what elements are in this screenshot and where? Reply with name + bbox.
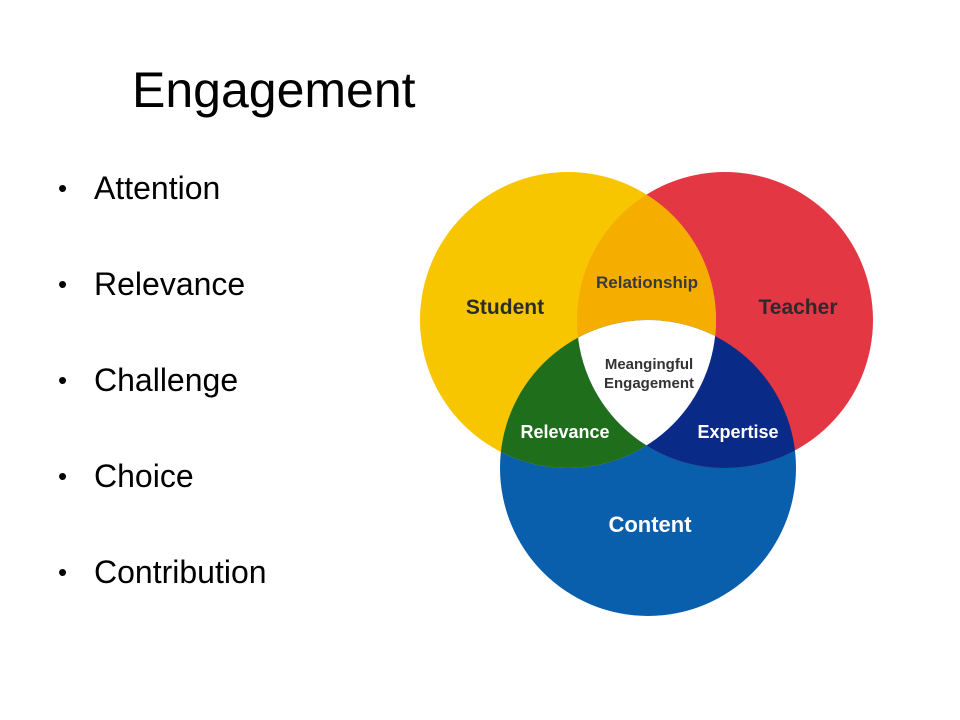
venn-label-content: Content [608, 512, 692, 537]
venn-label-relationship: Relationship [596, 273, 698, 292]
bullet-item-challenge: • Challenge [58, 358, 267, 454]
bullet-list: • Attention • Relevance • Challenge • Ch… [58, 166, 267, 646]
bullet-item-relevance: • Relevance [58, 262, 267, 358]
bullet-text: Contribution [94, 554, 267, 590]
bullet-dot-icon: • [58, 365, 68, 395]
slide-title: Engagement [132, 62, 416, 118]
bullet-dot-icon: • [58, 269, 68, 299]
venn-diagram: Student Relationship Teacher Meangingful… [420, 172, 873, 616]
venn-overlap-relevance [500, 320, 716, 468]
bullet-dot-icon: • [58, 461, 68, 491]
bullet-text: Challenge [94, 362, 239, 398]
bullet-text: Attention [94, 170, 221, 206]
bullet-text: Choice [94, 458, 194, 494]
bullet-dot-icon: • [58, 173, 68, 203]
bullet-text: Relevance [94, 266, 246, 302]
venn-overlap-expertise [577, 320, 796, 468]
bullet-dot-icon: • [58, 557, 68, 587]
venn-label-relevance: Relevance [520, 422, 609, 442]
venn-label-expertise: Expertise [697, 422, 778, 442]
venn-label-center-line1: Meangingful [605, 356, 693, 373]
bullet-item-contribution: • Contribution [58, 550, 267, 646]
venn-label-center-line2: Engagement [604, 375, 694, 392]
venn-label-teacher: Teacher [759, 296, 838, 319]
bullet-item-choice: • Choice [58, 454, 267, 550]
venn-label-student: Student [466, 296, 544, 319]
bullet-item-attention: • Attention [58, 166, 267, 262]
